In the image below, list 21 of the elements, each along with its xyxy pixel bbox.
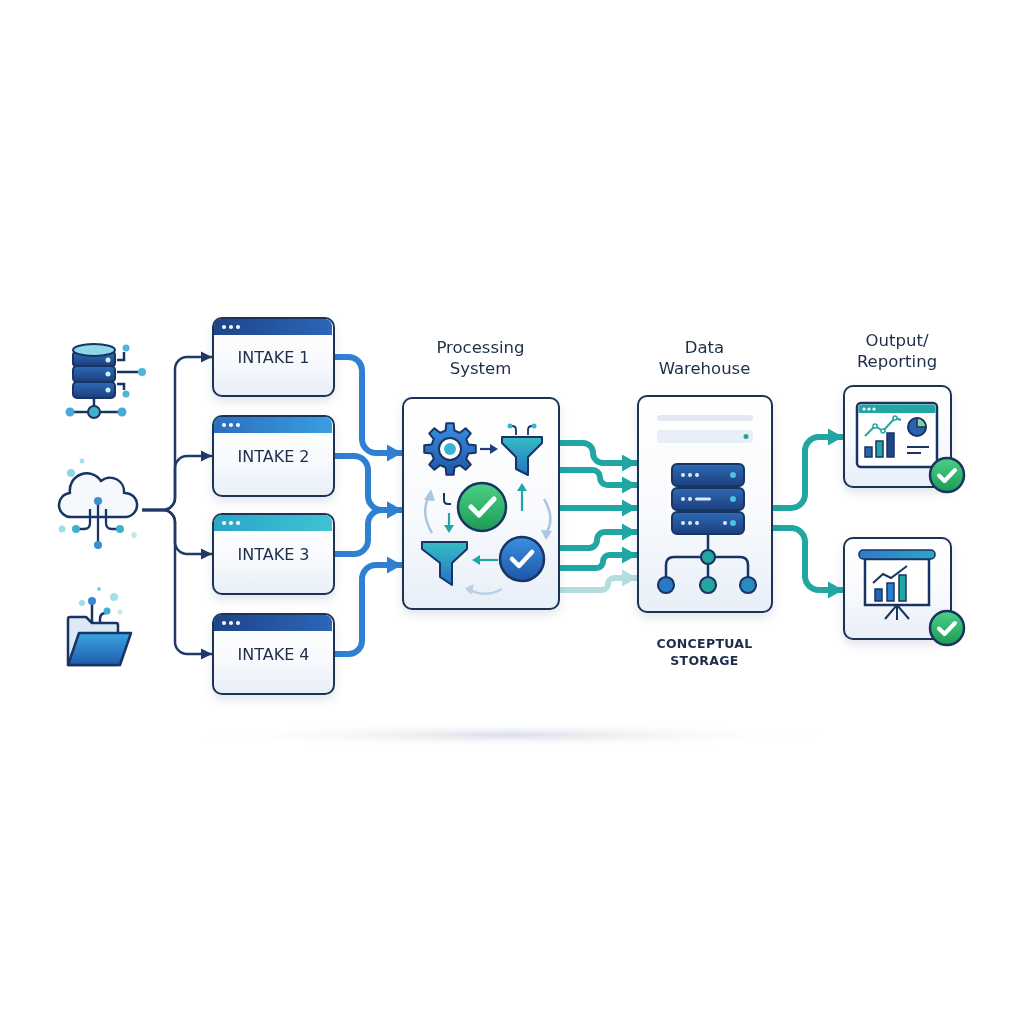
arrow — [560, 569, 637, 593]
section-heading: Processing System — [436, 338, 525, 378]
section-heading: Data Warehouse — [658, 338, 751, 378]
window-card — [212, 613, 335, 695]
card-label: INTAKE 1 — [237, 347, 310, 368]
arrow — [773, 525, 843, 599]
arrow — [560, 467, 637, 494]
section-heading: Output/ Reporting — [856, 331, 938, 371]
arrow — [773, 428, 843, 511]
card-label: INTAKE 2 — [237, 446, 310, 467]
arrow — [142, 508, 212, 660]
arrow — [560, 440, 637, 472]
arrow — [560, 546, 637, 571]
card-label: INTAKE 3 — [237, 544, 310, 565]
card-label: INTAKE 4 — [237, 644, 310, 665]
window-card — [212, 317, 335, 397]
arrow — [560, 499, 637, 517]
arrow — [560, 523, 637, 551]
window-card — [212, 415, 335, 497]
window-card — [212, 513, 335, 595]
node-label: CONCEPTUAL STORAGE — [656, 636, 753, 668]
